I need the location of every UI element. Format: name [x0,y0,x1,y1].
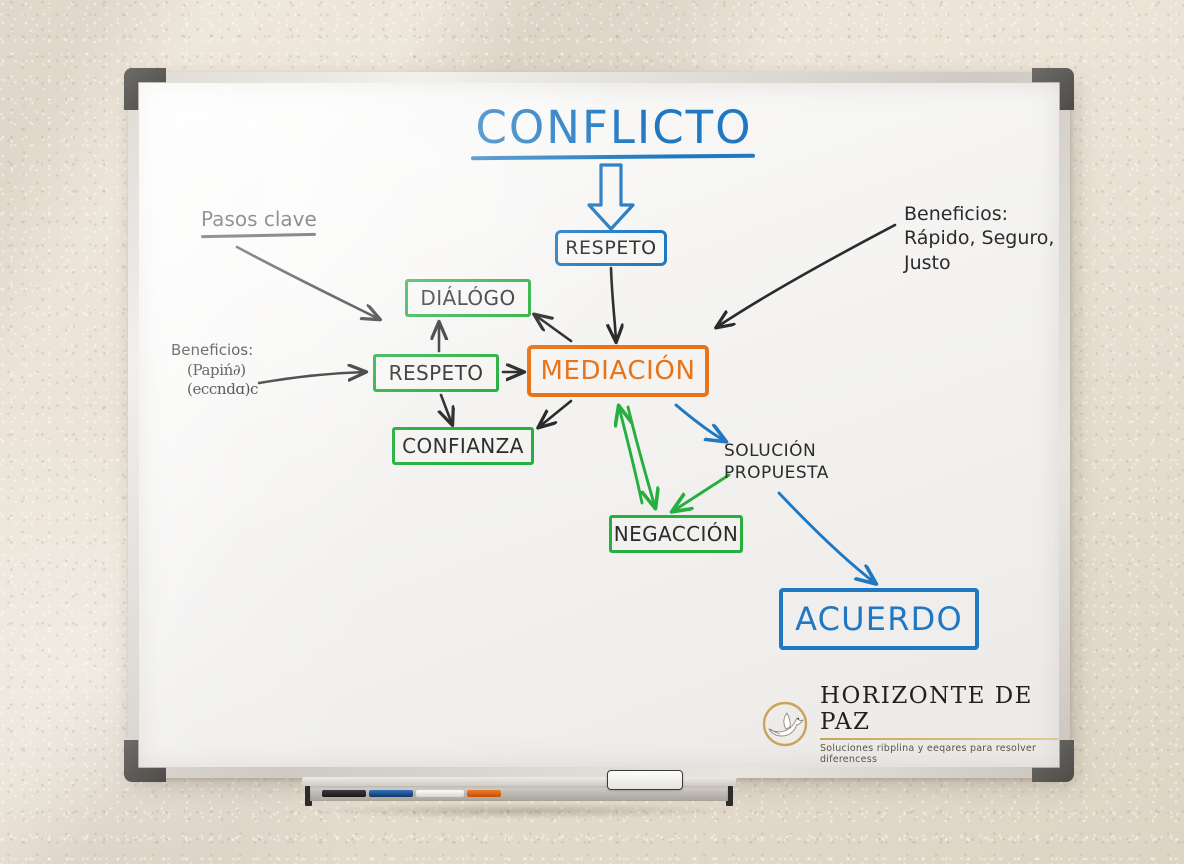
annotation-beneficios-left-scrawl: (Papiń∂) (eccndɑ)c [187,361,259,399]
annotation-beneficios-right: Beneficios: Rápido, Seguro, Justo [904,203,1055,274]
edge-respeto-top-to-mediacion [611,266,616,341]
whiteboard-eraser[interactable] [607,770,683,790]
brand-logo: HORIZONTE DE PAZ Soluciones ribplina y e… [759,683,1059,765]
tray-shadow [310,803,730,819]
diagram-arrows-layer [235,163,897,767]
node-mediacion[interactable]: MEDIACIÓN [527,345,709,397]
edge-pasos-clave-to-dialogo [235,245,379,319]
node-respeto-top[interactable]: RESPETO [555,230,667,266]
edge-beneficios-left-to-respeto [257,372,365,385]
tray-lip [302,777,736,786]
whiteboard-frame: CONFLICTO RESPETO DIÁLÓGO RESPETO CONFIA… [124,68,1074,782]
edge-solucion-to-acuerdo [777,491,875,583]
edge-conflicto-to-respeto [587,163,635,231]
node-confianza[interactable]: CONFIANZA [392,427,534,465]
edge-solucion-to-negaccion [673,473,731,511]
edge-beneficios-right-to-mediacion [717,223,897,327]
whiteboard-surface[interactable]: CONFLICTO RESPETO DIÁLÓGO RESPETO CONFIA… [139,83,1059,767]
edge-mediacion-to-solucion [674,403,725,441]
node-acuerdo[interactable]: ACUERDO [779,588,979,650]
dove-icon [762,701,808,746]
logo-name: HORIZONTE DE PAZ [820,683,1033,735]
node-respeto[interactable]: RESPETO [373,354,499,392]
logo-tagline: Soluciones ribplina y eeqares para resol… [820,742,1037,765]
edge-respeto-to-confianza [441,393,452,424]
logo-text-block: HORIZONTE DE PAZ Soluciones ribplina y e… [820,683,1059,765]
tray-bracket-right [726,786,733,806]
page-title: CONFLICTO [475,100,753,154]
tray-bracket-left [305,786,312,806]
pen-tray [302,770,736,806]
orange-marker[interactable] [467,790,501,797]
node-negaccion[interactable]: NEGACCIÓN [609,515,743,553]
white-marker[interactable] [416,790,464,797]
black-marker[interactable] [322,790,366,797]
annotation-pasos-clave: Pasos clave [201,207,317,231]
annotation-beneficios-left: Beneficios: [171,341,254,359]
blue-marker[interactable] [369,790,413,797]
node-dialogo[interactable]: DIÁLÓGO [405,279,531,317]
logo-divider [820,738,1059,740]
edge-mediacion-to-confianza [539,399,573,427]
node-solucion-propuesta: SOLUCIÓN PROPUESTA [724,441,829,483]
edge-mediacion-to-dialogo [535,315,573,343]
